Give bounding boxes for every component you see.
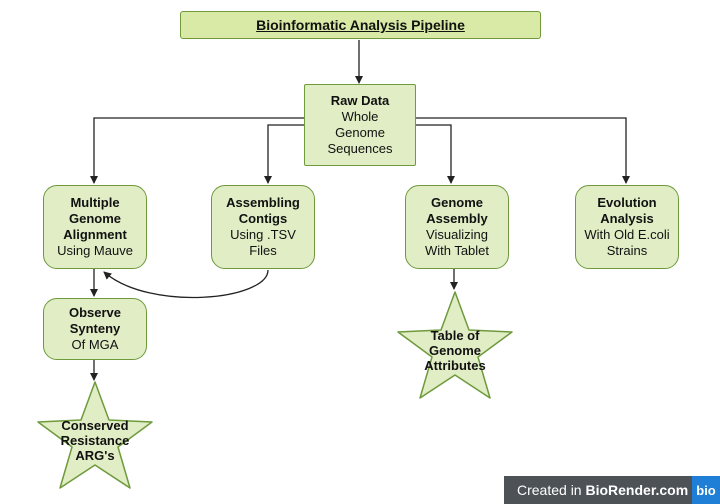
raw-data-line: Sequences <box>327 141 393 156</box>
star-text-line: Genome <box>428 343 481 358</box>
node-observe-synteny: Observe Synteny Of MGA <box>43 298 147 360</box>
star-shape <box>397 291 513 399</box>
node-title-line: Alignment <box>63 227 127 242</box>
node-sub-line: With Old E.coli <box>584 227 670 242</box>
star-text-line: Table of <box>430 328 480 343</box>
pipeline-title: Bioinformatic Analysis Pipeline <box>180 11 541 39</box>
node-title-line: Genome <box>68 211 121 226</box>
star-text-line: ARG's <box>75 448 115 463</box>
node-title-line: Contigs <box>238 211 288 226</box>
raw-data-node: Raw Data Whole Genome Sequences <box>304 84 416 166</box>
badge-brand: BioRender.com <box>585 482 689 498</box>
badge-text: Created in BioRender.com <box>504 482 688 498</box>
star-text-line: Conserved <box>61 418 129 433</box>
star-table-of-genome-attributes: Table of Genome Attributes <box>394 290 516 402</box>
star-shape <box>37 381 153 489</box>
node-title-line: Multiple <box>70 195 120 210</box>
node-sub-line: Using .TSV <box>230 227 296 242</box>
star-text-line: Resistance <box>60 433 130 448</box>
star-text-line: Attributes <box>424 358 486 373</box>
node-title-line: Assembling <box>226 195 300 210</box>
badge-prefix: Created in <box>517 482 586 498</box>
node-title-line: Synteny <box>69 321 121 336</box>
node-title-line: Evolution <box>597 195 657 210</box>
node-sub-line: Strains <box>606 243 648 258</box>
node-sub-line: Of MGA <box>71 337 119 352</box>
node-assembling-contigs: Assembling Contigs Using .TSV Files <box>211 185 315 269</box>
node-sub-line: Visualizing <box>426 227 488 242</box>
biorender-badge[interactable]: Created in BioRender.com bio <box>504 476 720 504</box>
node-multiple-genome-alignment: Multiple Genome Alignment Using Mauve <box>43 185 147 269</box>
star-conserved-resistance: Conserved Resistance ARG's <box>34 380 156 492</box>
node-sub-line: Files <box>249 243 277 258</box>
node-title-line: Observe <box>68 305 122 320</box>
biorender-logo-icon: bio <box>692 476 720 504</box>
node-evolution-analysis: Evolution Analysis With Old E.coli Strai… <box>575 185 679 269</box>
raw-data-line: Whole <box>341 109 379 124</box>
raw-data-line: Genome <box>335 125 385 140</box>
node-sub-line: Using Mauve <box>57 243 133 258</box>
node-title-line: Analysis <box>600 211 654 226</box>
node-sub-line: With Tablet <box>424 243 490 258</box>
node-title-line: Genome <box>430 195 483 210</box>
node-title-line: Assembly <box>426 211 488 226</box>
raw-data-title: Raw Data <box>330 93 390 108</box>
node-genome-assembly: Genome Assembly Visualizing With Tablet <box>405 185 509 269</box>
